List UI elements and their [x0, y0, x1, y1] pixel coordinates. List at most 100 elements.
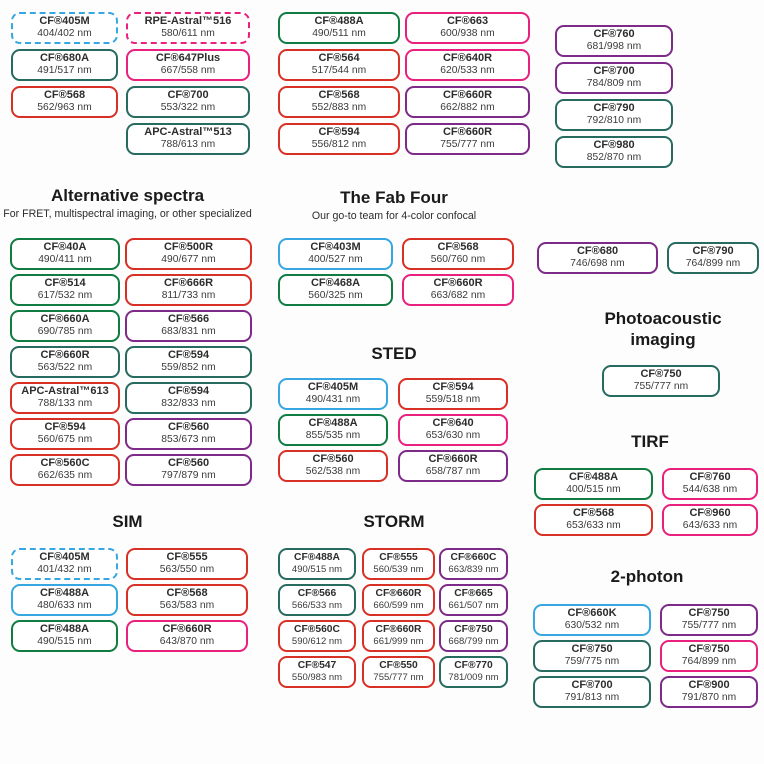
dye-excitation-emission: 759/775 nm — [564, 656, 620, 668]
dye-name: APC-Astral™513 — [144, 126, 232, 139]
dye-name: CF®566 — [297, 588, 337, 600]
dye-excitation-emission: 643/870 nm — [159, 636, 215, 648]
dye-excitation-emission: 400/515 nm — [566, 484, 621, 496]
dye-name: CF®660R — [433, 277, 483, 290]
dye-name: CF®568 — [43, 89, 86, 102]
dye-name: CF®900 — [688, 679, 730, 692]
section-title: 2-photon — [610, 567, 684, 586]
dye-name: CF®488A — [314, 15, 364, 28]
dye-name: CF®760 — [593, 28, 635, 41]
dye-excitation-emission: 668/799 nm — [448, 636, 499, 648]
dye-excitation-emission: 653/630 nm — [425, 430, 481, 442]
dye-excitation-emission: 560/675 nm — [37, 434, 93, 446]
two-photon-header: 2-photon — [530, 566, 764, 587]
dye-excitation-emission: 658/787 nm — [425, 466, 481, 478]
dye-excitation-emission: 781/009 nm — [448, 672, 499, 684]
dye-excitation-emission: 797/879 nm — [161, 470, 216, 482]
dye-name: CF®750 — [454, 624, 493, 636]
dye-name: CF®666R — [163, 277, 214, 290]
dye-excitation-emission: 556/812 nm — [311, 139, 367, 151]
dye-excitation-emission: 653/633 nm — [566, 520, 621, 532]
dye-excitation-emission: 553/322 nm — [160, 102, 216, 114]
dye-excitation-emission: 855/535 nm — [305, 430, 361, 442]
dye-excitation-emission: 490/515 nm — [37, 636, 92, 648]
dye-name: CF®660K — [567, 607, 617, 620]
section-title: Photoacoustic imaging — [604, 309, 722, 349]
dye-name: CF®750 — [688, 607, 730, 620]
dye-excitation-emission: 563/583 nm — [159, 600, 215, 612]
dye-name: CF®663 — [446, 15, 489, 28]
section-title: The Fab Four — [340, 188, 448, 207]
dye-excitation-emission: 550/983 nm — [291, 672, 343, 684]
dye-name: CF®555 — [379, 552, 418, 564]
dye-excitation-emission: 661/999 nm — [373, 636, 424, 648]
dye-name: CF®790 — [593, 102, 635, 115]
dye-name: CF®403M — [310, 241, 361, 254]
dye-name: CF®560 — [312, 453, 354, 466]
dye-excitation-emission: 755/777 nm — [373, 672, 424, 684]
dye-excitation-emission: 600/938 nm — [440, 28, 495, 40]
dye-excitation-emission: 562/538 nm — [305, 466, 361, 478]
dye-name: CF®568 — [572, 507, 615, 520]
dye-excitation-emission: 755/777 nm — [440, 139, 495, 151]
dye-name: CF®770 — [454, 660, 493, 672]
photoacoustic-header: Photoacoustic imaging — [588, 308, 738, 350]
dye-excitation-emission: 490/431 nm — [305, 394, 361, 406]
dye-excitation-emission: 662/882 nm — [440, 102, 495, 114]
dye-excitation-emission: 630/532 nm — [564, 620, 620, 632]
dye-name: CF®568 — [318, 89, 360, 102]
section-subtitle: Our go-to team for 4-color confocal — [311, 210, 477, 222]
dye-name: CF®790 — [692, 245, 734, 258]
dye-name: CF®566 — [167, 313, 210, 326]
dye-excitation-emission: 755/777 nm — [681, 620, 737, 632]
dye-name: CF®564 — [318, 52, 360, 65]
dye-name: CF®660C — [450, 552, 497, 564]
dye-name: CF®500R — [163, 241, 214, 254]
dye-name: CF®700 — [571, 679, 613, 692]
dye-name: CF®960 — [689, 507, 731, 520]
dye-name: CF®514 — [44, 277, 86, 290]
dye-excitation-emission: 811/733 nm — [161, 290, 216, 302]
dye-excitation-emission: 490/677 nm — [161, 254, 216, 266]
dye-name: CF®468A — [310, 277, 361, 290]
dye-name: CF®680A — [39, 52, 90, 65]
